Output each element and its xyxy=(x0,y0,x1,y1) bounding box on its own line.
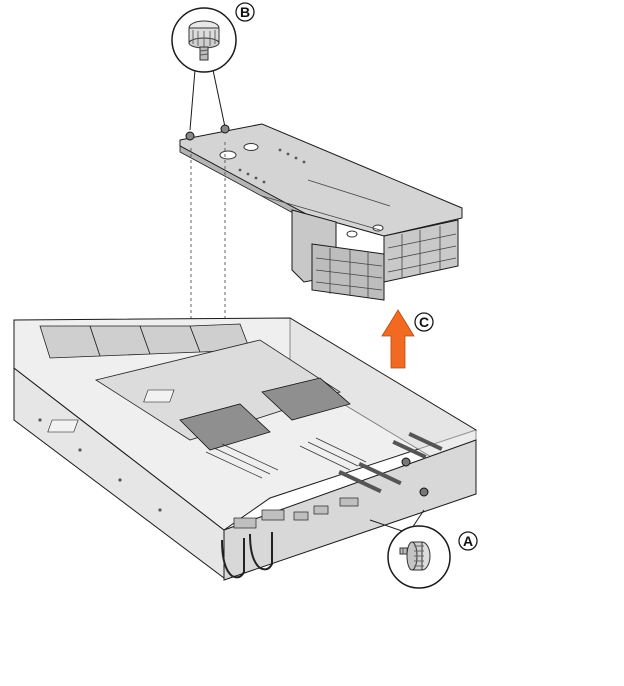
lift-direction: C xyxy=(381,309,434,369)
callout-c-badge xyxy=(414,312,434,332)
callout-b-badge xyxy=(235,2,255,22)
cpu-heatsink-right xyxy=(143,377,351,421)
riser-bracket xyxy=(179,123,463,301)
thumbscrew-icon xyxy=(188,20,220,61)
callout-b-group: B xyxy=(171,2,255,131)
callout-c-label: C xyxy=(419,314,429,330)
callout-a-label: A xyxy=(463,533,473,549)
callout-b-label: B xyxy=(240,4,250,20)
thumbscrew-icon xyxy=(399,541,431,571)
callout-a-badge xyxy=(458,531,478,551)
alignment-guides xyxy=(190,142,226,322)
server-chassis xyxy=(13,317,478,581)
up-arrow-icon xyxy=(381,309,415,369)
callout-a-group: A xyxy=(369,509,478,589)
cpu-heatsink-left xyxy=(47,403,271,451)
